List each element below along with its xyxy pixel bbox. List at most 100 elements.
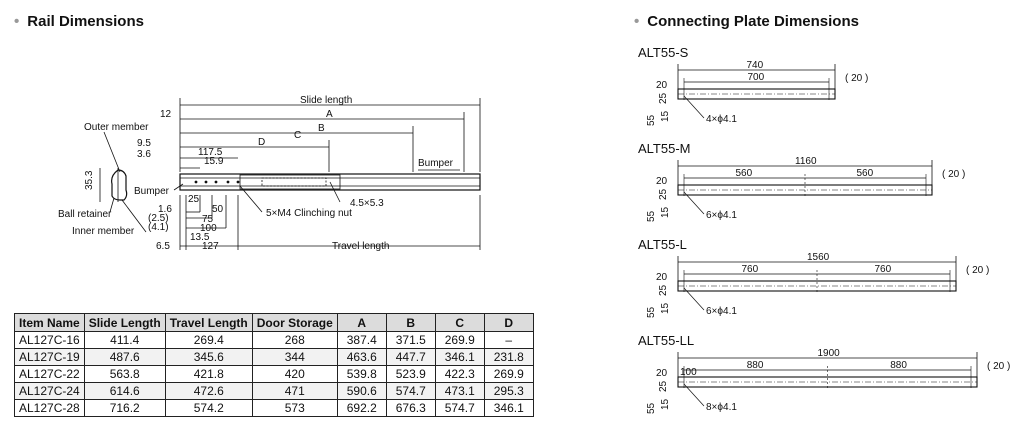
plate-section-title: •Connecting Plate Dimensions [634,13,859,30]
table-cell: AL127C-28 [14,399,85,417]
plate-name: ALT55-M [638,141,691,156]
table-cell: 463.6 [336,348,387,366]
plate-dim-20: 20 [656,368,668,379]
table-cell: 472.6 [164,382,253,400]
table-cell: 473.1 [434,382,485,400]
plate-dim-15: 15 [660,302,671,314]
plate-pitch: 880 [747,360,764,371]
dim-1-6: 1.6 [158,204,172,215]
plate-right-dim: ( 20 ) [966,265,989,276]
dim-15-9: 15.9 [204,156,224,167]
dim-75: 75 [202,214,214,225]
plate-name: ALT55-S [638,45,689,60]
plate-dim-20: 20 [656,80,668,91]
plate-holes: 4×ϕ4.1 [706,114,737,125]
table-cell: 563.8 [83,365,166,383]
table-cell: 614.6 [83,382,166,400]
plate-pitch: 560 [736,168,753,179]
table-cell: 573 [251,399,338,417]
table-cell: 471 [251,382,338,400]
table-header-row: Item Name Slide Length Travel Length Doo… [14,313,534,332]
dim-d-label: D [258,137,265,148]
table-cell: 447.7 [385,348,436,366]
dim-12: 12 [160,109,172,120]
plate-holes: 6×ϕ4.1 [706,306,737,317]
plate-dim-25: 25 [658,188,669,200]
header-item-name: Item Name [14,313,85,332]
table-cell: 371.5 [385,331,436,349]
table-cell: 231.8 [483,348,534,366]
plate-overall: 1160 [795,156,817,167]
plate-dim-25: 25 [658,284,669,296]
table-cell: 590.6 [336,382,387,400]
bullet-icon: • [14,13,20,30]
plate-overall: 740 [747,60,764,71]
dim-4-1: (4.1) [148,222,169,233]
plate-holes: 8×ϕ4.1 [706,402,737,413]
table-cell: 692.2 [336,399,387,417]
table-cell: AL127C-19 [14,348,85,366]
header-c: C [434,313,485,332]
dim-9-5: 9.5 [137,138,151,149]
table-cell: 269.9 [434,331,485,349]
table-cell: 269.9 [483,365,534,383]
plate-dim-25: 25 [658,92,669,104]
plate-name: ALT55-LL [638,333,694,348]
plate-right-dim: ( 20 ) [942,169,965,180]
table-cell: 421.8 [164,365,253,383]
header-slide-length: Slide Length [83,313,166,332]
plate-pitch: 560 [857,168,874,179]
table-cell: AL127C-22 [14,365,85,383]
plate-pitch: 760 [742,264,759,275]
table-cell: AL127C-16 [14,331,85,349]
plate-dim-20: 20 [656,176,668,187]
plate-dim-15: 15 [660,398,671,410]
plate-pitch: 880 [890,360,907,371]
bumper-right-label: Bumper [418,158,454,169]
dim-35-3: 35.3 [84,170,95,190]
header-d: D [483,313,534,332]
plate-dim-20: 20 [656,272,668,283]
table-cell: 716.2 [83,399,166,417]
plate-holes: 6×ϕ4.1 [706,210,737,221]
plate-dim-25: 25 [658,380,669,392]
table-cell: 345.6 [164,348,253,366]
outer-member-label: Outer member [84,122,149,133]
dim-b-label: B [318,123,325,134]
table-cell: 574.7 [385,382,436,400]
dim-3-6: 3.6 [137,149,151,160]
plate-dim-15: 15 [660,206,671,218]
table-cell: 344 [251,348,338,366]
plate-right-dim: ( 20 ) [987,361,1010,372]
table-cell: 422.3 [434,365,485,383]
table-cell: – [483,331,534,349]
bumper-left-label: Bumper [134,186,170,197]
table-cell: 523.9 [385,365,436,383]
rail-section-title: •Rail Dimensions [14,13,144,30]
table-cell: 346.1 [434,348,485,366]
dim-25: 25 [188,194,200,205]
plate-overall: 1900 [818,348,841,359]
table-cell: AL127C-24 [14,382,85,400]
plate-offset: 100 [680,367,697,378]
dim-127: 127 [202,241,219,252]
table-cell: 676.3 [385,399,436,417]
dim-13-5: 13.5 [190,232,210,243]
header-travel-length: Travel Length [164,313,253,332]
table-cell: 539.8 [336,365,387,383]
dim-100: 100 [200,223,217,234]
bullet-icon: • [634,13,640,30]
table-cell: 268 [251,331,338,349]
plate-dim-55: 55 [646,402,657,414]
plate-dim-55: 55 [646,114,657,126]
table-cell: 295.3 [483,382,534,400]
plate-overall: 1560 [807,252,830,263]
